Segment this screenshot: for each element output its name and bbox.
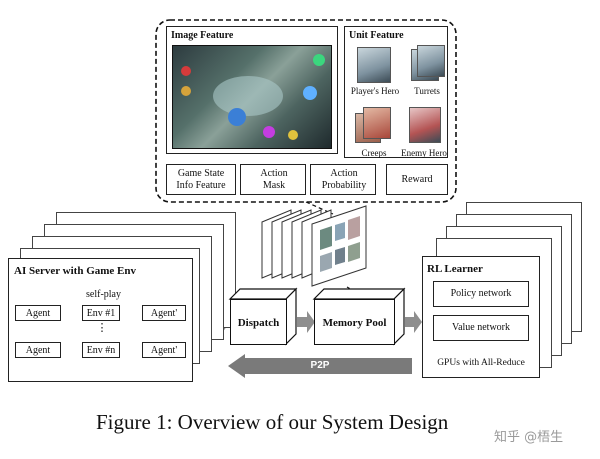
feature-action-probability: Action Probability — [310, 164, 376, 195]
rl-learner-box: RL Learner Policy network Value network … — [422, 256, 540, 378]
data-frames-stack — [261, 205, 367, 287]
ai-server-title: AI Server with Game Env — [14, 265, 137, 277]
feature-game-state: Game State Info Feature — [166, 164, 236, 195]
feature-reward: Reward — [386, 164, 448, 195]
creeps-thumb-front — [363, 107, 391, 139]
unit-creeps: Creeps — [361, 148, 387, 158]
self-play-label: self-play — [86, 289, 121, 300]
unit-feature-label: Unit Feature — [349, 30, 404, 41]
value-network-box: Value network — [433, 315, 529, 341]
agent-prime-box-1: Agent' — [142, 305, 186, 321]
unit-players-hero: Player's Hero — [350, 86, 400, 96]
watermark: 知乎 @梧生 — [494, 430, 564, 445]
dispatch-top — [228, 288, 298, 300]
policy-network-box: Policy network — [433, 281, 529, 307]
arrow-pool-learner — [405, 311, 422, 333]
unit-enemy-hero: Enemy Hero — [401, 148, 447, 158]
env-ellipsis: ⋮ — [96, 322, 108, 334]
dispatch-box: Dispatch — [230, 299, 287, 345]
agent-prime-box-n: Agent' — [142, 342, 186, 358]
game-screenshot — [172, 45, 332, 149]
gpus-label: GPUs with All-Reduce — [437, 358, 525, 368]
pool-side — [393, 287, 405, 346]
agent-box-1: Agent — [15, 305, 61, 321]
env-box-1: Env #1 — [82, 305, 120, 321]
turret-thumb-front — [417, 45, 445, 77]
arrow-dispatch-pool — [297, 311, 315, 333]
image-feature-box: Image Feature — [166, 26, 338, 154]
top-panel-frame — [155, 19, 457, 203]
players-hero-thumb — [357, 47, 391, 83]
unit-turrets: Turrets — [414, 86, 440, 96]
image-feature-label: Image Feature — [171, 30, 234, 41]
p2p-arrow — [228, 354, 412, 378]
dispatch-side — [285, 287, 297, 346]
p2p-label: P2P — [310, 360, 330, 371]
enemy-hero-thumb — [409, 107, 441, 143]
unit-feature-box: Unit Feature Player's Hero Turrets Creep… — [344, 26, 448, 158]
agent-box-n: Agent — [15, 342, 61, 358]
env-box-n: Env #n — [82, 342, 120, 358]
figure-caption: Figure 1: Overview of our System Design — [96, 410, 449, 434]
pool-top — [312, 288, 406, 300]
memory-pool-box: Memory Pool — [314, 299, 395, 345]
rl-learner-title: RL Learner — [427, 263, 483, 275]
feature-action-mask: Action Mask — [240, 164, 306, 195]
